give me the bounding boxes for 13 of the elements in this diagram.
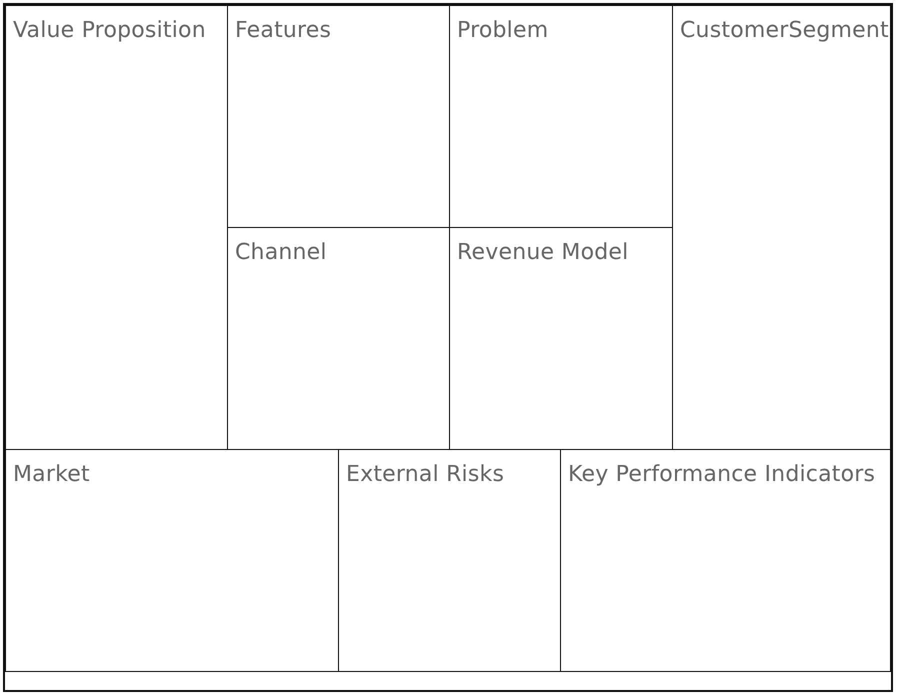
section-heading: External Risks bbox=[346, 462, 506, 488]
section-heading: Channel bbox=[235, 240, 328, 266]
section-heading: Market bbox=[13, 462, 91, 488]
section-heading: Problem bbox=[457, 18, 550, 44]
section-heading: Value Proposition bbox=[13, 18, 207, 44]
canvas-section bbox=[5, 449, 339, 672]
canvas-section bbox=[5, 5, 228, 450]
section-heading: Revenue Model bbox=[457, 240, 630, 266]
section-heading: Features bbox=[235, 18, 332, 44]
canvas-section bbox=[672, 5, 891, 450]
canvas-section bbox=[560, 449, 891, 672]
section-heading: CustomerSegment bbox=[680, 18, 886, 44]
section-heading: Key Performance Indicators bbox=[568, 462, 876, 488]
